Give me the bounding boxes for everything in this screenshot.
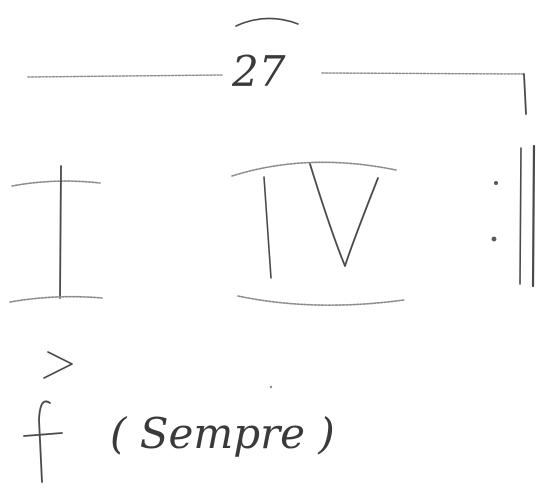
roman-numeral-iv: IV: [231, 161, 405, 306]
dynamic-marking-f: f: [23, 400, 63, 483]
expression-text: ( Sempre ): [110, 409, 335, 458]
arrow-icon: [43, 351, 73, 379]
measure-number-group: 27: [231, 17, 299, 96]
roman-numeral-i: I: [9, 165, 103, 303]
repeat-sign-icon: [491, 144, 536, 288]
measure-number: 27: [231, 47, 286, 96]
bracket-line: [27, 72, 527, 115]
